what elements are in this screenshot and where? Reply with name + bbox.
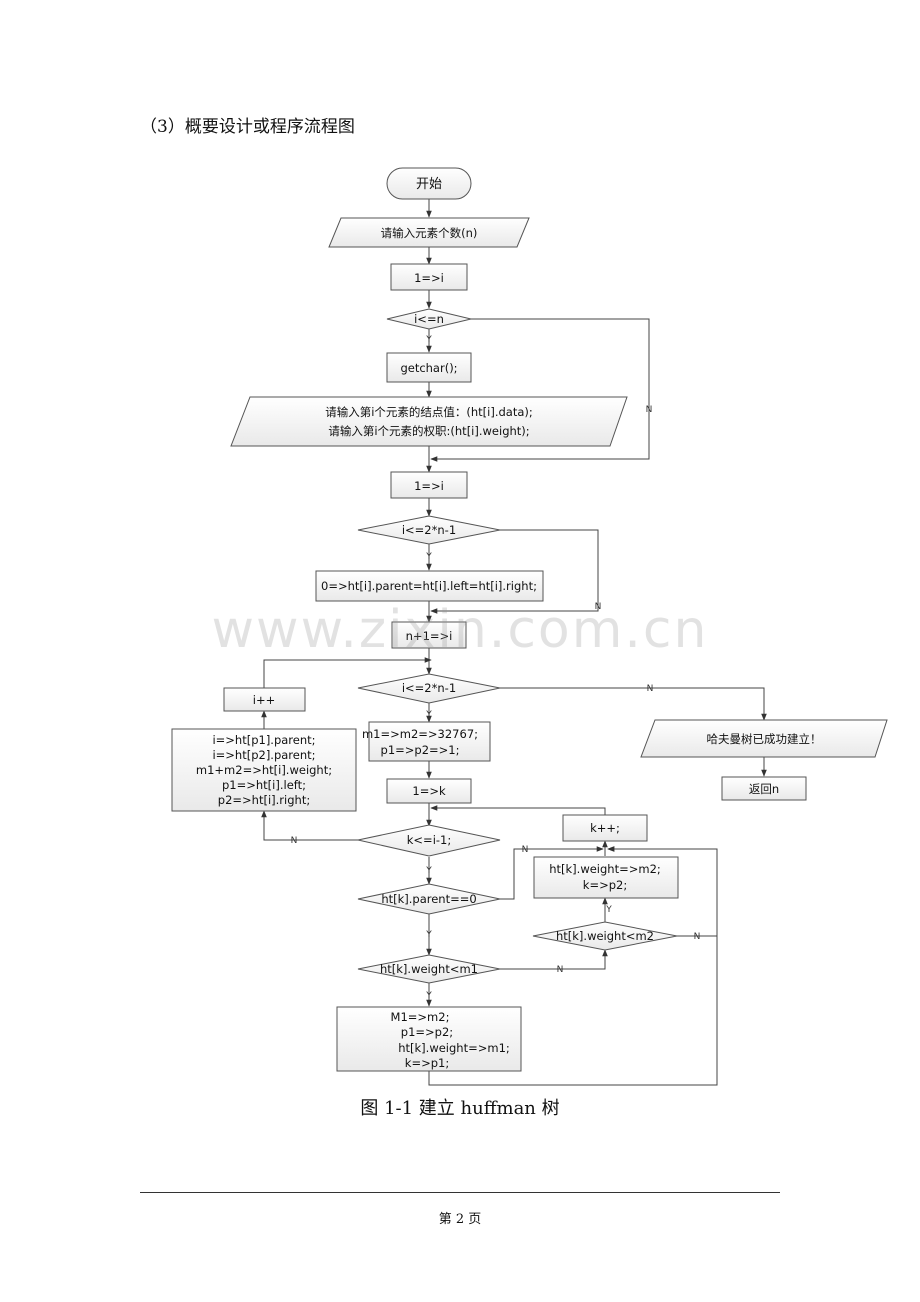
- k-init-box: [386, 778, 472, 804]
- no-label-4: N: [291, 836, 298, 846]
- yes-label-3: Y: [425, 710, 432, 720]
- k-init-label: 1=>k: [412, 784, 446, 798]
- init-i-label-2: 1=>i: [414, 479, 444, 493]
- no-label-1: N: [646, 405, 653, 415]
- getchar-box: [386, 352, 472, 383]
- cond-i-le-n-label: i<=n: [414, 312, 444, 326]
- yes-label-4: Y: [425, 866, 432, 876]
- m1-assign-box: [336, 1006, 522, 1072]
- edge-m1assign-loop: [428, 846, 718, 1086]
- n1-to-i-box: [391, 621, 467, 649]
- m2-assign-box: [533, 856, 679, 899]
- i-inc-label: i++: [253, 693, 275, 707]
- cond-k-le-i1-diamond: [357, 824, 501, 857]
- m2-assign-label-2: k=>p2;: [583, 878, 627, 892]
- cond-weight-lt-m2-diamond: [532, 921, 678, 951]
- input-node-label-1: 请输入第i个元素的结点值：(ht[i].data);: [325, 405, 533, 419]
- edge-iinc-loop: [263, 657, 432, 688]
- connectors: [261, 199, 767, 1086]
- start-terminal: [386, 167, 472, 200]
- edge-kinc-loop: [430, 805, 606, 815]
- m-init-label-1: m1=>m2=>32767;: [362, 727, 478, 741]
- edge-cond5-no: [500, 846, 604, 900]
- cond-i-le-2n1-label-b: i<=2*n-1: [402, 681, 456, 695]
- m1-assign-label-4: k=>p1;: [405, 1056, 449, 1070]
- m2-assign-label-1: ht[k].weight=>m2;: [549, 862, 661, 876]
- zero-assign-box: [315, 570, 544, 602]
- cond-k-le-i1-label: k<=i-1;: [407, 833, 451, 847]
- no-label-5: N: [522, 845, 529, 855]
- init-i-box-1: [390, 263, 468, 291]
- edge-cond4-no: [261, 810, 358, 841]
- zero-assign-label: 0=>ht[i].parent=ht[i].left=ht[i].right;: [321, 579, 537, 593]
- m1-assign-label-3: ht[k].weight=>m1;: [398, 1041, 510, 1055]
- return-n-box: [721, 776, 807, 801]
- input-node-label-2: 请输入第i个元素的权职:(ht[i].weight);: [328, 424, 529, 438]
- figure-caption: 图 1-1 建立 huffman 树: [360, 1098, 560, 1119]
- getchar-label: getchar();: [400, 361, 457, 375]
- m1-assign-label-1: M1=>m2;: [391, 1010, 450, 1024]
- n1-to-i-label: n+1=>i: [406, 629, 453, 643]
- m-init-box: [368, 721, 491, 762]
- footer-divider: [140, 1192, 780, 1193]
- edge-cond6-no: [500, 949, 608, 970]
- input-node-parallelogram: [230, 396, 628, 447]
- cond-i-le-2n1-diamond-b: [357, 673, 501, 704]
- section-heading: （3）概要设计或程序流程图: [140, 117, 355, 137]
- m1-assign-label-2: p1=>p2;: [401, 1025, 453, 1039]
- assign-label-3: m1+m2=>ht[i].weight;: [196, 763, 332, 777]
- start-label: 开始: [416, 177, 442, 192]
- return-n-label: 返回n: [749, 782, 779, 796]
- yes-label-1: Y: [425, 335, 432, 345]
- cond-i-le-2n1-label-a: i<=2*n-1: [402, 523, 456, 537]
- page-number: 第 2 页: [438, 1212, 482, 1227]
- cond-weight-lt-m2-label: ht[k].weight<m2: [556, 929, 654, 943]
- huffman-done-label: 哈夫曼树已成功建立！: [707, 732, 822, 746]
- cond-weight-lt-m1-label: ht[k].weight<m1: [380, 962, 478, 976]
- cond-parent-zero-diamond: [357, 883, 501, 915]
- m-init-label-2: p1=>p2=>1;: [381, 743, 460, 757]
- assign-parent-box: [171, 728, 357, 812]
- no-label-6: N: [557, 965, 564, 975]
- input-n-parallelogram: [328, 217, 530, 248]
- yes-label-6: Y: [605, 905, 612, 915]
- edge-cond1-no: [430, 318, 650, 462]
- no-label-2: N: [595, 602, 602, 612]
- no-label-3: N: [647, 684, 654, 694]
- k-inc-box: [562, 814, 648, 842]
- yes-label-2: Y: [425, 552, 432, 562]
- init-i-box-2: [390, 471, 468, 499]
- assign-label-2: i=>ht[p2].parent;: [212, 748, 315, 762]
- assign-label-1: i=>ht[p1].parent;: [212, 733, 315, 747]
- edge-cond3-no: [500, 687, 767, 721]
- cond-i-le-2n1-diamond-a: [357, 515, 501, 545]
- cond-parent-zero-label: ht[k].parent==0: [381, 892, 476, 906]
- cond-weight-lt-m1-diamond: [357, 954, 501, 984]
- assign-label-4: p1=>ht[i].left;: [222, 778, 306, 792]
- assign-label-5: p2=>ht[i].right;: [218, 793, 310, 807]
- yes-label-7: Y: [425, 991, 432, 1001]
- no-label-7: N: [694, 932, 701, 942]
- cond-i-le-n-diamond: [386, 308, 472, 330]
- input-n-label: 请输入元素个数(n): [381, 226, 478, 240]
- k-inc-label: k++;: [590, 821, 620, 835]
- init-i-label-1: 1=>i: [414, 271, 444, 285]
- edge-cond2-no: [430, 529, 599, 614]
- huffman-done-parallelogram: [640, 719, 888, 758]
- yes-label-5: Y: [425, 930, 432, 940]
- i-inc-box: [223, 687, 306, 712]
